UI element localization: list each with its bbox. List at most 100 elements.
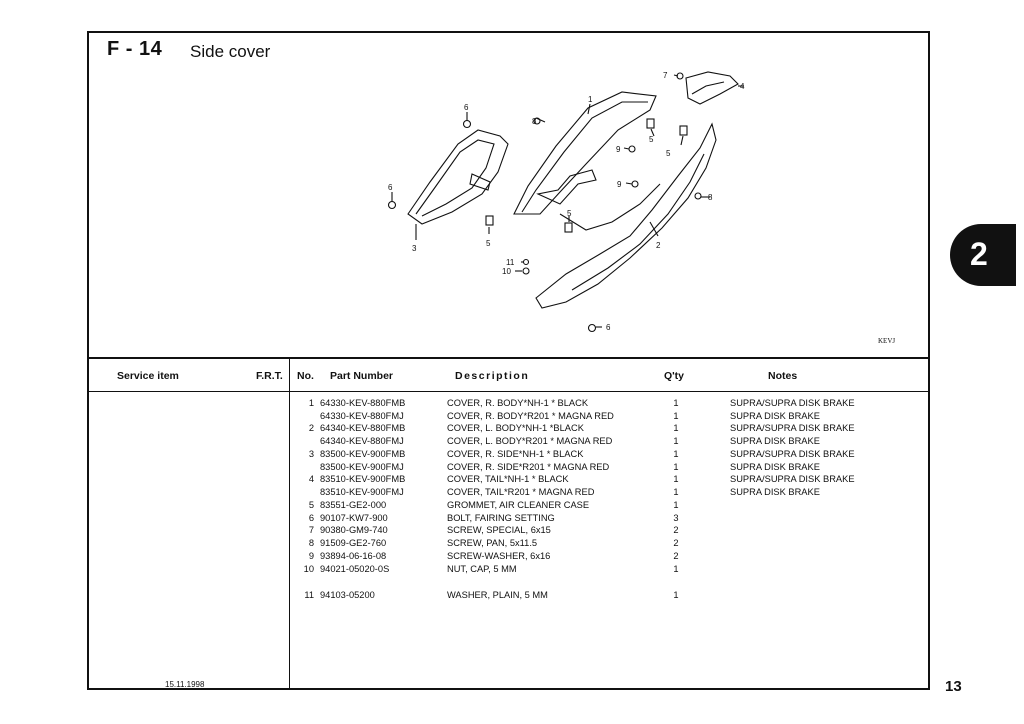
part-number: 64330-KEV-880FMJ [320,411,404,421]
part-qty: 1 [673,500,679,510]
table-row: 64330-KEV-880FMJ COVER, R. BODY*R201 * MA… [0,410,1024,423]
part-number: 94103-05200 [320,590,375,600]
callout-8: 8 [532,117,537,126]
column-divider [289,357,290,690]
callout-6: 6 [464,103,469,112]
body-cover-part-left [535,122,717,309]
washer-part [522,267,530,275]
part-description: SCREW, SPECIAL, 6x15 [447,525,551,535]
callout-9: 9 [616,145,621,154]
part-number: 91509-GE2-760 [320,538,387,548]
part-description: NUT, CAP, 5 MM [447,564,517,574]
figure-code: F - 14 [107,38,163,60]
grommet-part [646,118,655,129]
part-number: 83510-KEV-900FMB [320,474,406,484]
part-number: 83500-KEV-900FMJ [320,462,404,472]
bolt-part [587,323,597,333]
tail-cover-part [685,71,739,105]
part-description: COVER, R. SIDE*R201 * MAGNA RED [447,462,610,472]
part-no: 7 [308,525,314,535]
part-no: 3 [308,449,314,459]
part-description: COVER, R. SIDE*NH-1 * BLACK [447,449,584,459]
callout-5: 5 [567,209,572,218]
part-description: COVER, TAIL*R201 * MAGNA RED [447,487,595,497]
callout-2: 2 [656,241,661,250]
table-row: 3 83500-KEV-900FMB COVER, R. SIDE*NH-1 * B… [0,448,1024,461]
part-number: 64340-KEV-880FMB [320,423,406,433]
screw-part [631,180,639,188]
part-qty: 1 [673,449,679,459]
part-description: GROMMET, AIR CLEANER CASE [447,500,590,510]
part-no: 8 [308,538,314,548]
part-no: 1 [308,398,314,408]
header-qty: Q'ty [664,370,685,382]
part-qty: 1 [673,564,679,574]
part-notes: SUPRA DISK BRAKE [730,436,820,446]
page-number: 13 [945,678,962,695]
header-frt: F.R.T. [256,370,283,382]
part-no: 5 [308,500,314,510]
part-number: 90380-GM9-740 [320,525,388,535]
screw-part [694,192,702,200]
header-notes: Notes [768,370,798,382]
part-qty: 2 [673,551,679,561]
screw-part [628,145,636,153]
callout-1: 1 [588,95,593,104]
part-description: COVER, L. BODY*R201 * MAGNA RED [447,436,613,446]
exploded-parts-diagram: 6 6 6 3 1 2 4 7 8 8 9 9 5 5 5 5 10 11 [387,71,745,333]
callout-5: 5 [666,149,671,158]
table-row: 83500-KEV-900FMJ COVER, R. SIDE*R201 * MA… [0,461,1024,474]
part-qty: 1 [673,398,679,408]
diagram-divider [87,357,930,359]
part-notes: SUPRA DISK BRAKE [730,462,820,472]
part-no: 4 [308,474,314,484]
part-description: COVER, R. BODY*R201 * MAGNA RED [447,411,614,421]
part-notes: SUPRA/SUPRA DISK BRAKE [730,474,855,484]
callout-5: 5 [486,239,491,248]
callout-3: 3 [412,244,417,253]
grommet-part [564,222,573,233]
part-qty: 2 [673,525,679,535]
revision-date: 15.11.1998 [165,680,205,689]
part-number: 83500-KEV-900FMB [320,449,406,459]
part-notes: SUPRA DISK BRAKE [730,487,820,497]
table-row: 64340-KEV-880FMJ COVER, L. BODY*R201 * MA… [0,435,1024,448]
part-number: 83551-GE2-000 [320,500,387,510]
bolt-part [462,119,472,129]
part-description: COVER, R. BODY*NH-1 * BLACK [447,398,589,408]
part-no: 2 [308,423,314,433]
part-description: WASHER, PLAIN, 5 MM [447,590,548,600]
part-no: 10 [303,564,314,574]
body-cover-part [513,91,657,215]
part-no: 6 [308,513,314,523]
callout-4: 4 [740,82,745,91]
part-number: 83510-KEV-900FMJ [320,487,404,497]
header-part-number: Part Number [330,370,394,382]
part-number: 90107-KW7-900 [320,513,388,523]
bolt-part [387,200,397,210]
part-notes: SUPRA/SUPRA DISK BRAKE [730,449,855,459]
side-cover-part [407,129,509,225]
part-number: 64340-KEV-880FMJ [320,436,404,446]
callout-6: 6 [388,183,393,192]
callout-11: 11 [506,258,515,267]
callout-9: 9 [617,180,622,189]
page-frame [87,31,930,690]
part-notes: SUPRA/SUPRA DISK BRAKE [730,423,855,433]
part-description: COVER, TAIL*NH-1 * BLACK [447,474,569,484]
part-description: BOLT, FAIRING SETTING [447,513,555,523]
figure-title: Side cover [190,42,271,61]
section-tab [950,224,1016,286]
callout-7: 7 [663,71,668,80]
part-no: 11 [304,590,314,600]
part-notes: SUPRA DISK BRAKE [730,411,820,421]
part-qty: 1 [673,411,679,421]
part-qty: 1 [673,436,679,446]
grommet-part [679,125,688,136]
part-qty: 2 [673,538,679,548]
